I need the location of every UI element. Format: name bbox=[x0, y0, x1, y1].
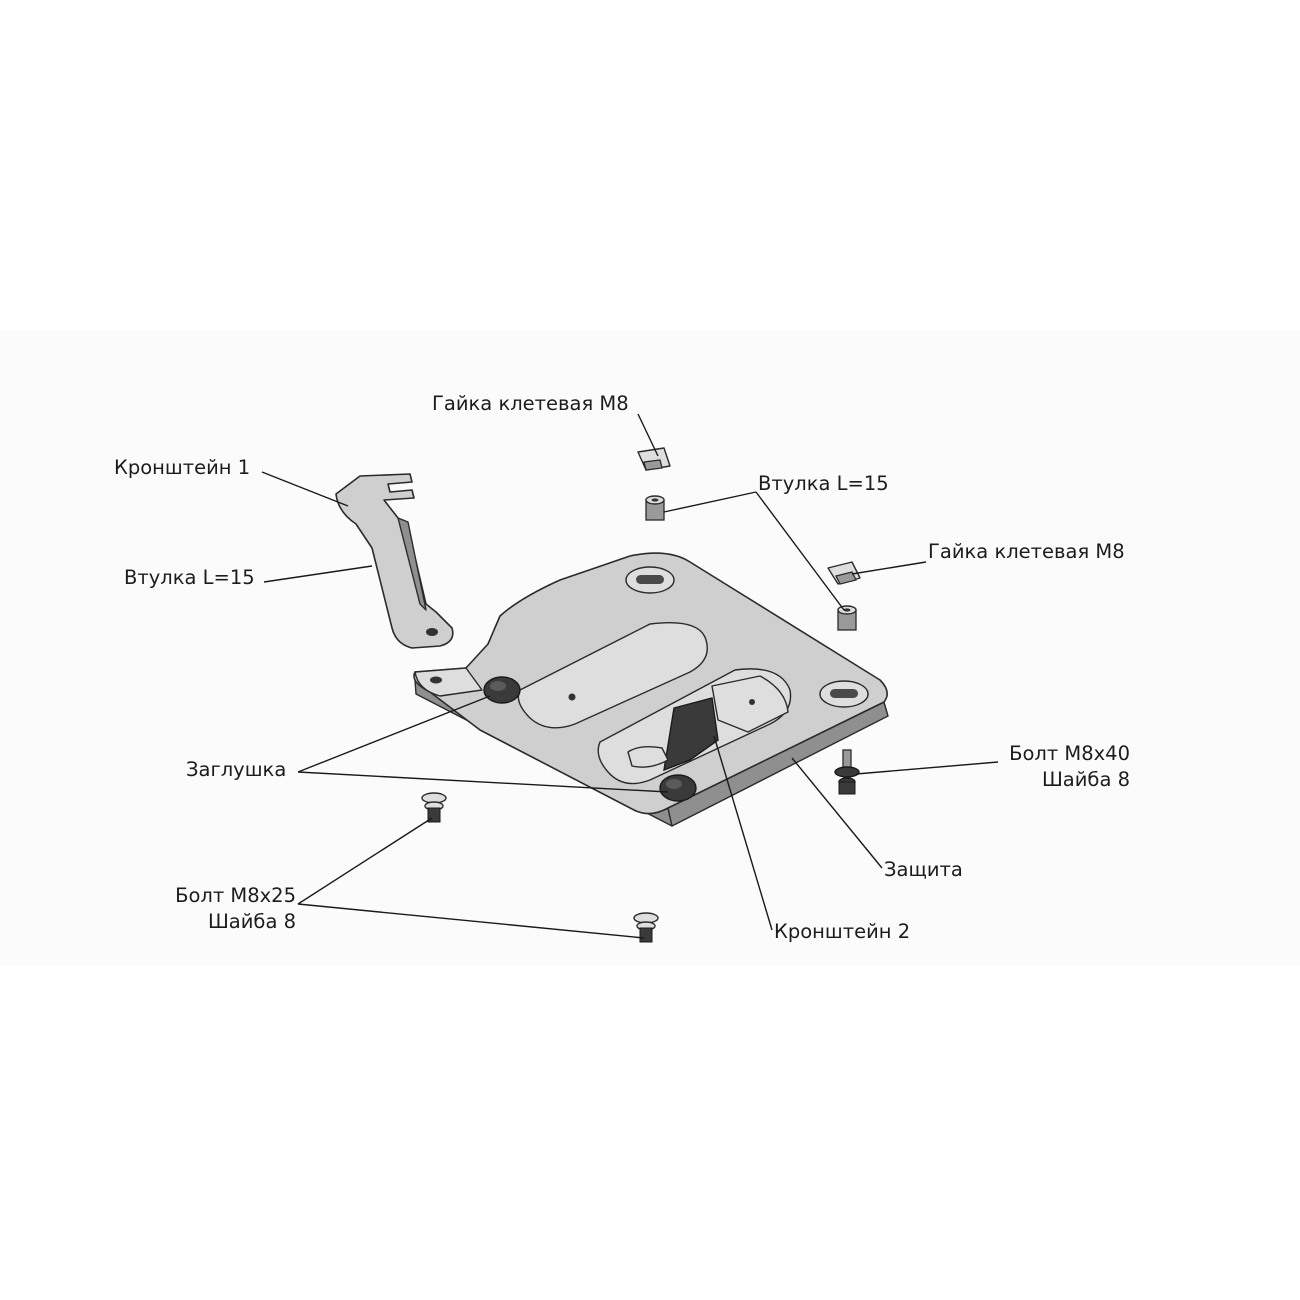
label-bracket-2: Кронштейн 2 bbox=[774, 920, 910, 943]
plate-rib-left bbox=[517, 622, 708, 729]
cage-nut-top-part bbox=[637, 447, 671, 471]
leader-bracket-2 bbox=[713, 735, 773, 931]
bushing-right-part bbox=[837, 605, 857, 631]
bolt-m8x25-lower-part bbox=[633, 912, 659, 943]
label-cage-nut-right: Гайка клетевая М8 bbox=[928, 540, 1125, 563]
leader-bolt-m8x25-a bbox=[297, 817, 433, 905]
plate-small-hole bbox=[568, 693, 576, 701]
label-protection: Защита bbox=[884, 858, 963, 881]
label-bushing-top: Втулка L=15 bbox=[758, 472, 889, 495]
leader-cage-nut-right bbox=[851, 561, 927, 575]
bracket-2-part bbox=[627, 675, 789, 772]
leader-plug-a bbox=[297, 695, 491, 773]
labels: Кронштейн 1 Втулка L=15 Гайка клетевая М… bbox=[114, 392, 1130, 943]
bracket-1-part bbox=[335, 473, 454, 649]
plug-right bbox=[659, 774, 697, 802]
label-washer-right: Шайба 8 bbox=[1042, 768, 1130, 791]
leader-bushing-left bbox=[263, 565, 373, 583]
leader-bushing-top-b bbox=[755, 491, 845, 611]
leader-lines bbox=[261, 413, 999, 939]
plate-slot-right bbox=[819, 680, 869, 708]
plug-left bbox=[483, 676, 521, 704]
label-bracket-1: Кронштейн 1 bbox=[114, 456, 250, 479]
leader-plug-b bbox=[297, 771, 669, 793]
leader-bolt-m8x40 bbox=[855, 761, 999, 775]
plate-left-tab bbox=[414, 667, 483, 697]
leader-protection bbox=[791, 757, 883, 869]
bolt-m8x40-part bbox=[834, 749, 860, 795]
label-cage-nut-top: Гайка клетевая М8 bbox=[432, 392, 629, 415]
cage-nut-right-part bbox=[827, 561, 861, 585]
label-bushing-left: Втулка L=15 bbox=[124, 566, 255, 589]
label-washer-left: Шайба 8 bbox=[208, 910, 296, 933]
leader-bracket-1 bbox=[261, 471, 349, 507]
bushing-top-part bbox=[645, 495, 665, 521]
leader-bushing-top-a bbox=[663, 491, 757, 513]
leader-cage-nut-top bbox=[637, 413, 659, 457]
label-bolt-m8x25: Болт М8х25 bbox=[175, 884, 296, 907]
plate-slot-top bbox=[625, 566, 675, 594]
label-plug: Заглушка bbox=[186, 758, 286, 781]
leader-bolt-m8x25-b bbox=[297, 903, 645, 939]
label-bolt-m8x40: Болт М8х40 bbox=[1009, 742, 1130, 765]
